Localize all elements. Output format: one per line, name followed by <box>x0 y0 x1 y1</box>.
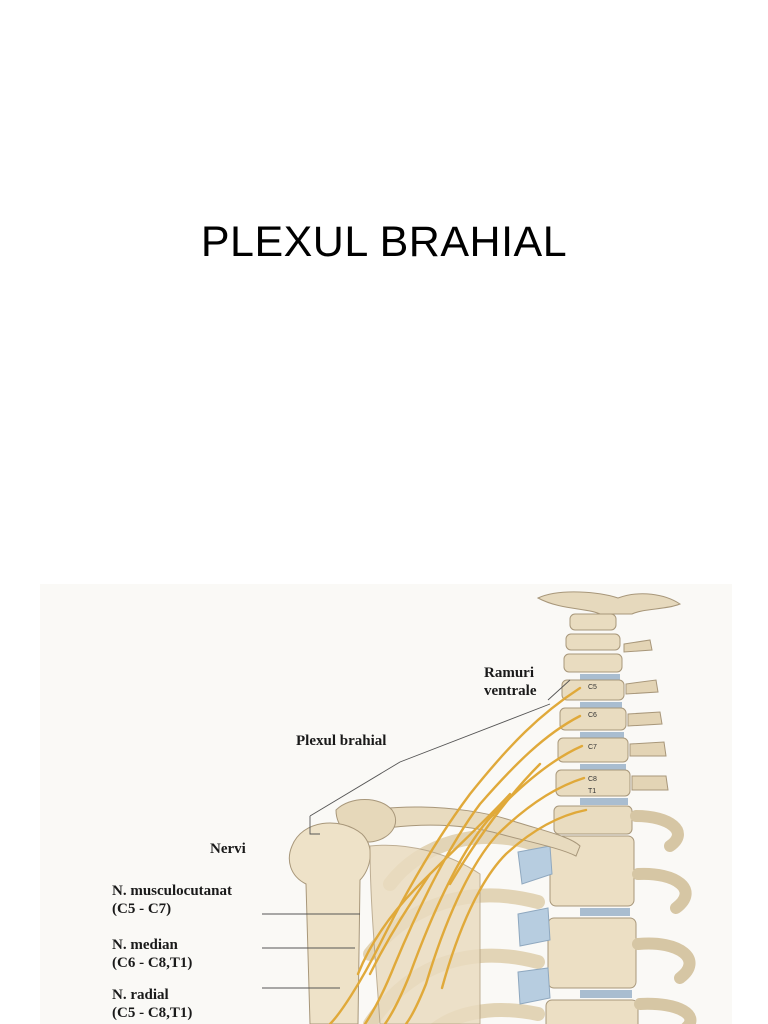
vertebra-label-c8: C8 <box>588 776 597 783</box>
right-ribs <box>630 810 697 1024</box>
brachial-plexus-illustration: Ramuri ventrale Plexul brahial Nervi N. … <box>40 584 732 1024</box>
clavicle <box>339 806 581 857</box>
label-radial-nerve: N. radial (C5 - C8,T1) <box>112 987 193 1021</box>
label-nerves-heading: Nervi <box>210 841 246 857</box>
atlas-bone <box>536 591 682 615</box>
label-brachial-plexus: Plexul brahial <box>296 733 387 749</box>
humerus <box>288 822 371 1024</box>
costal-cartilage <box>517 845 553 1005</box>
label-musculocutaneous-nerve: N. musculocutanat (C5 - C7) <box>112 883 233 917</box>
vertebra-label-c5: C5 <box>588 684 597 691</box>
anatomy-drawing <box>262 591 697 1024</box>
cervical-spine <box>553 613 669 835</box>
leader-lines <box>262 679 571 989</box>
label-ventral-rami: Ramuri ventrale <box>484 665 537 699</box>
page-title: PLEXUL BRAHIAL <box>200 218 568 266</box>
thoracic-spine <box>545 835 639 1024</box>
vertebra-label-c6: C6 <box>588 712 597 719</box>
vertebra-label-t1: T1 <box>588 788 597 795</box>
vertebra-label-c7: C7 <box>588 744 597 751</box>
label-median-nerve: N. median (C6 - C8,T1) <box>112 937 193 971</box>
nerve-bundle <box>328 686 588 1024</box>
